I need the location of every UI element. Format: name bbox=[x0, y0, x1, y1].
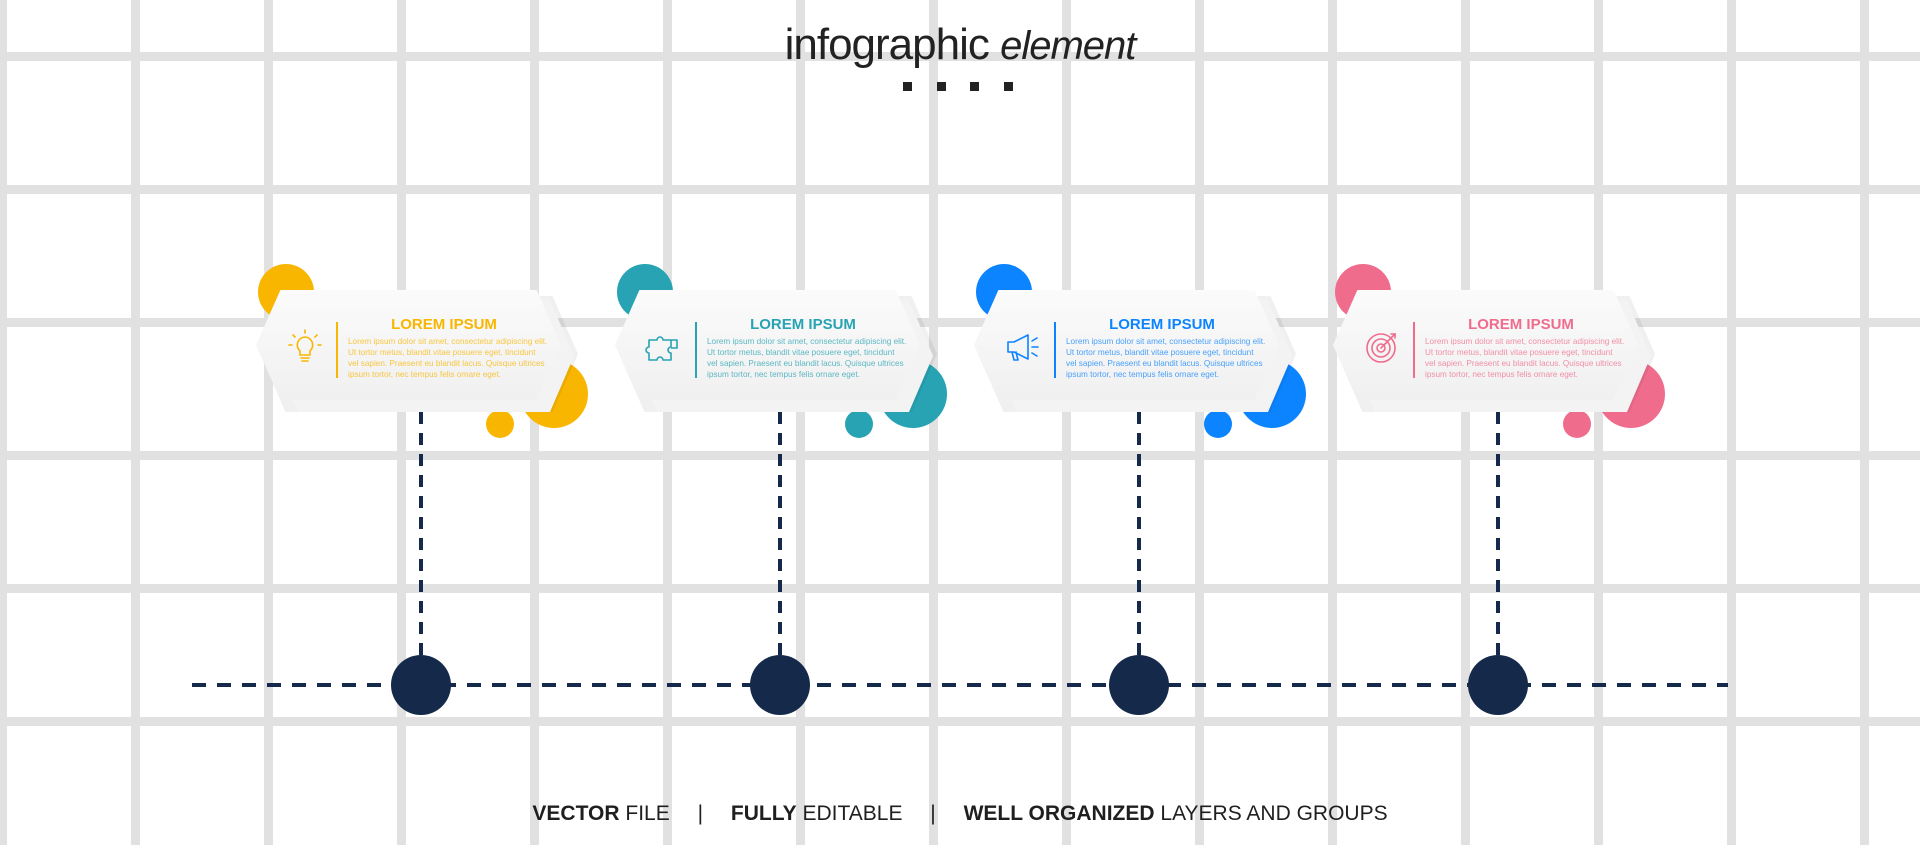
megaphone-icon bbox=[1007, 334, 1039, 361]
decor-circle-small bbox=[1563, 410, 1591, 438]
title-dot bbox=[970, 82, 979, 91]
card-front-layer bbox=[974, 290, 1279, 400]
title-dot bbox=[937, 82, 946, 91]
lightbulb-icon bbox=[288, 329, 322, 362]
decor-circle-small bbox=[1204, 410, 1232, 438]
footer-fully-bold: FULLY bbox=[730, 802, 797, 825]
footer-tagline: VECTOR FILE | FULLY EDITABLE | WELL ORGA… bbox=[0, 802, 1920, 826]
step-body: Lorem ipsum dolor sit amet, consectetur … bbox=[707, 337, 907, 379]
puzzle-piece-icon bbox=[645, 336, 678, 361]
footer-layers-groups: LAYERS AND GROUPS bbox=[1160, 802, 1388, 825]
step-body: Lorem ipsum dolor sit amet, consectetur … bbox=[1066, 337, 1266, 379]
step-title: LOREM IPSUM bbox=[1468, 316, 1574, 333]
title-dot bbox=[1004, 82, 1013, 91]
title-dots bbox=[903, 82, 1015, 92]
title-main: infographic bbox=[784, 20, 990, 69]
step-card: LOREM IPSUM Lorem ipsum dolor sit amet, … bbox=[974, 290, 1296, 412]
timeline-node-3 bbox=[1109, 655, 1169, 715]
card-separator bbox=[695, 322, 697, 378]
card-separator bbox=[336, 322, 338, 378]
step-body: Lorem ipsum dolor sit amet, consectetur … bbox=[1425, 337, 1625, 379]
footer-file: FILE bbox=[625, 802, 670, 825]
step-title: LOREM IPSUM bbox=[1109, 316, 1215, 333]
decor-circle-small bbox=[486, 410, 514, 438]
step-body: Lorem ipsum dolor sit amet, consectetur … bbox=[348, 337, 548, 379]
timeline-node-2 bbox=[750, 655, 810, 715]
step-card: LOREM IPSUM Lorem ipsum dolor sit amet, … bbox=[1333, 290, 1655, 412]
title-sub: element bbox=[1000, 24, 1136, 68]
timeline-node-4 bbox=[1468, 655, 1528, 715]
footer-separator: | bbox=[930, 802, 936, 825]
footer-vector-bold: VECTOR bbox=[532, 802, 620, 825]
title-dot bbox=[903, 82, 912, 91]
card-separator bbox=[1054, 322, 1056, 378]
step-card: LOREM IPSUM Lorem ipsum dolor sit amet, … bbox=[615, 290, 937, 412]
target-icon bbox=[1366, 333, 1396, 363]
page-title: infographic element bbox=[0, 20, 1920, 70]
footer-well-organized-bold: WELL ORGANIZED bbox=[963, 802, 1155, 825]
step-title: LOREM IPSUM bbox=[750, 316, 856, 333]
card-separator bbox=[1413, 322, 1415, 378]
step-card: LOREM IPSUM Lorem ipsum dolor sit amet, … bbox=[256, 290, 578, 412]
decor-circle-small bbox=[845, 410, 873, 438]
card-front-layer bbox=[256, 290, 561, 400]
footer-separator: | bbox=[697, 802, 704, 825]
footer-editable: EDITABLE bbox=[802, 802, 903, 825]
card-front-layer bbox=[615, 290, 920, 400]
timeline-node-1 bbox=[391, 655, 451, 715]
step-title: LOREM IPSUM bbox=[391, 316, 497, 333]
